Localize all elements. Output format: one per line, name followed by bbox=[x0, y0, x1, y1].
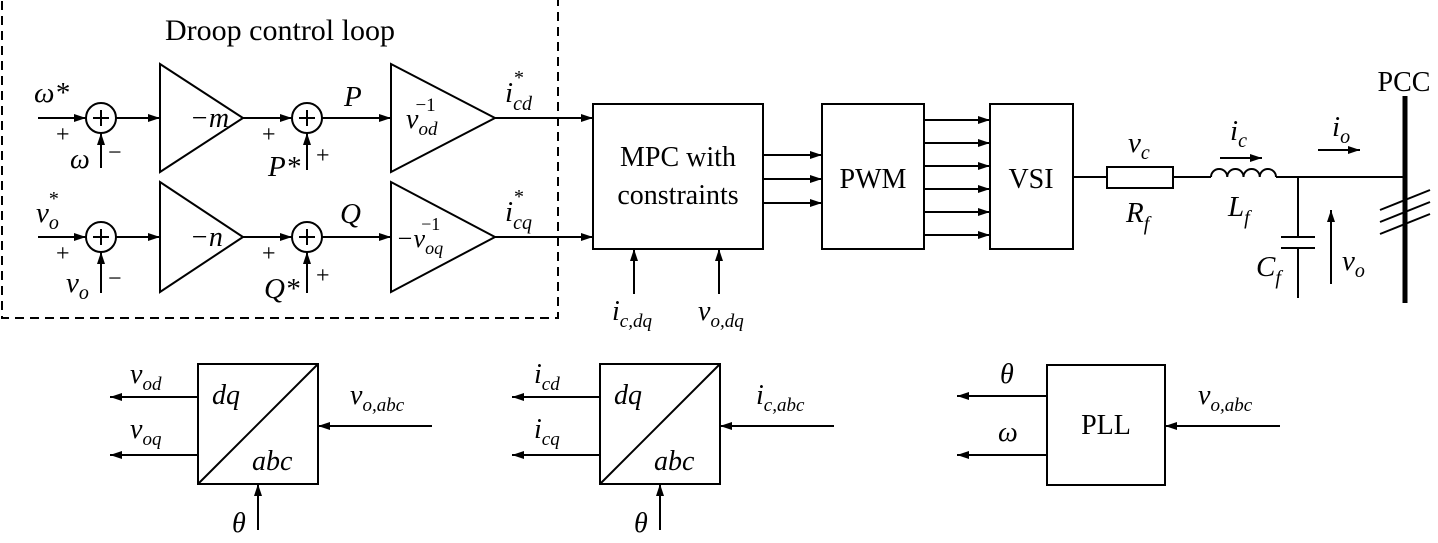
vc-label: vc bbox=[1128, 127, 1150, 164]
plus-sign: + bbox=[262, 241, 276, 267]
cf-label: Cf bbox=[1256, 251, 1283, 289]
p-label: P bbox=[343, 81, 362, 113]
q-ref-label: Q* bbox=[264, 273, 300, 305]
ic-abc-label: ic,abc bbox=[756, 380, 805, 416]
droop-loop-title: Droop control loop bbox=[165, 14, 395, 47]
icd-label: icd bbox=[534, 359, 560, 395]
transform-dq-label: dq bbox=[614, 380, 642, 411]
transform-abc-label: abc bbox=[252, 446, 293, 477]
inv-voq-block bbox=[390, 180, 498, 294]
icq-label: icq bbox=[534, 414, 560, 450]
lf-label: Lf bbox=[1227, 191, 1252, 229]
pll-omega-label: ω bbox=[998, 417, 1018, 448]
inv-vod-block bbox=[390, 62, 498, 174]
voq-label: voq bbox=[130, 414, 162, 450]
pwm-label: PWM bbox=[840, 164, 907, 195]
vod-label: vod bbox=[130, 359, 162, 395]
transform-diagonal bbox=[197, 363, 319, 485]
minus-sign: − bbox=[108, 140, 122, 166]
pll-input-label: vo,abc bbox=[1198, 380, 1253, 416]
mpc-input-vo-label: vo,dq bbox=[698, 296, 744, 332]
gain-m-block bbox=[159, 62, 245, 174]
resistor-rf bbox=[1106, 166, 1174, 189]
transform-dq-label: dq bbox=[212, 380, 240, 411]
plus-sign: + bbox=[56, 241, 70, 267]
omega-ref-label: ω* bbox=[34, 77, 69, 109]
p-ref-label: P* bbox=[267, 151, 301, 183]
theta-label: θ bbox=[232, 508, 246, 539]
inv-voq-label: −voq−1 bbox=[396, 214, 443, 258]
pwm-block bbox=[821, 103, 925, 250]
gain-m-label: −m bbox=[190, 103, 229, 134]
rf-label: Rf bbox=[1125, 197, 1152, 235]
plus-sign: + bbox=[56, 122, 70, 148]
gain-n-block bbox=[159, 180, 245, 294]
pcc-label: PCC bbox=[1378, 67, 1431, 98]
pll-theta-label: θ bbox=[1000, 359, 1014, 390]
vo-label: vo bbox=[66, 267, 89, 304]
ic-label: ic bbox=[1230, 115, 1247, 152]
plus-sign: + bbox=[262, 122, 276, 148]
transform-diagonal bbox=[599, 363, 721, 485]
pcc-phase-mark bbox=[1379, 189, 1431, 211]
plus-sign: + bbox=[316, 143, 330, 169]
mpc-block bbox=[592, 103, 764, 250]
plus-sign: + bbox=[316, 263, 330, 289]
omega-label: ω bbox=[70, 144, 90, 175]
mpc-input-ic-label: ic,dq bbox=[612, 296, 652, 332]
vo-ref-label: vo* bbox=[36, 188, 59, 234]
droop-loop-boundary bbox=[1, 0, 559, 319]
inv-vod-label: vod−1 bbox=[406, 95, 438, 140]
minus-sign: − bbox=[108, 266, 122, 292]
gain-n-label: −n bbox=[190, 222, 223, 253]
pcc-phase-mark bbox=[1379, 213, 1431, 235]
inductor-lf bbox=[1210, 168, 1277, 178]
vo-abc-label: vo,abc bbox=[350, 380, 405, 416]
mpc-label-line1: MPC with bbox=[620, 142, 736, 173]
q-label: Q bbox=[340, 198, 361, 230]
icq-ref-label: icq* bbox=[505, 186, 532, 234]
vsi-label: VSI bbox=[1008, 164, 1053, 195]
vo-filter-label: vo bbox=[1342, 245, 1365, 282]
io-label: io bbox=[1332, 111, 1350, 148]
icd-ref-label: icd* bbox=[505, 67, 533, 115]
pcc-phase-mark bbox=[1379, 201, 1431, 223]
mpc-label-line2: constraints bbox=[617, 180, 738, 211]
transform-abc-label: abc bbox=[654, 446, 695, 477]
theta-label: θ bbox=[634, 508, 648, 539]
pll-label: PLL bbox=[1081, 410, 1131, 441]
